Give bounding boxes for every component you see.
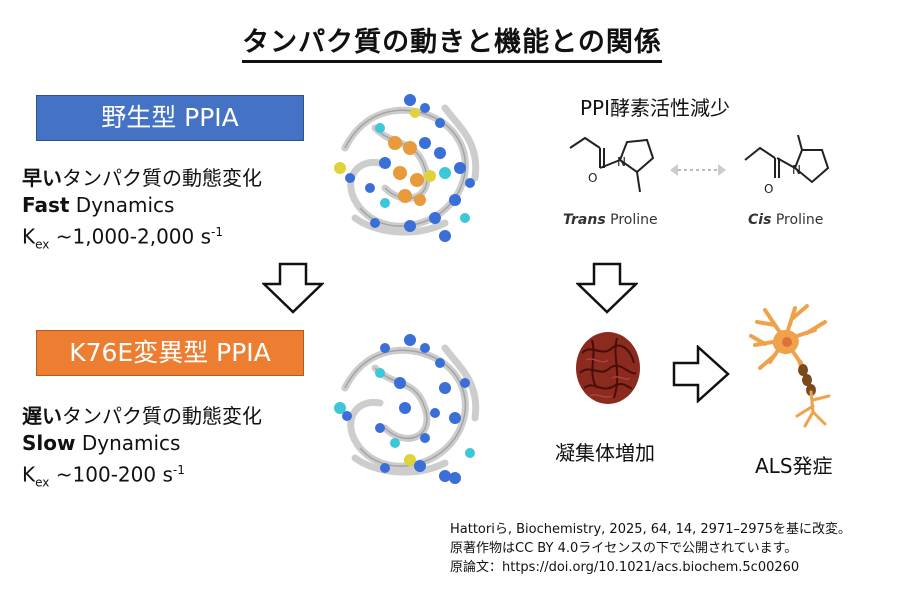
- svg-text:O: O: [588, 171, 597, 185]
- wt-dynamics-rest: Dynamics: [69, 193, 175, 217]
- wild-type-description: 早いタンパク質の動態変化 Fast Dynamics Kex ~1,000-2,…: [22, 165, 262, 259]
- mutant-label-box: K76E変異型 PPIA: [36, 330, 304, 376]
- down-arrow-right-icon: [576, 262, 638, 314]
- cis-proline-structure: O N: [744, 134, 830, 196]
- mut-speed-bold: 遅い: [22, 404, 62, 428]
- cis-proline-label: Cis Proline: [748, 212, 824, 228]
- wt-speed-bold: 早い: [22, 166, 62, 190]
- svg-text:N: N: [792, 163, 801, 177]
- wt-speed-rest: タンパク質の動態変化: [62, 166, 262, 190]
- credit-line-1: Hattoriら, Biochemistry, 2025, 64, 14, 29…: [450, 522, 852, 537]
- mut-atoms: [334, 334, 475, 484]
- trans-proline-structure: O N: [569, 136, 655, 193]
- wt-kex: Kex ~1,000-2,000 s-1: [22, 224, 223, 252]
- credit-line-2: 原著作物はCC BY 4.0ライセンスの下で公開されています。: [450, 541, 798, 556]
- aggregate-icon: [576, 332, 640, 404]
- svg-text:N: N: [617, 155, 626, 169]
- neuron-icon: [749, 304, 831, 428]
- wt-dynamics-bold: Fast: [22, 193, 70, 217]
- down-arrow-left-icon: [262, 262, 324, 314]
- wt-atoms: [334, 94, 475, 242]
- mut-dynamics-rest: Dynamics: [75, 431, 181, 455]
- svg-text:O: O: [764, 182, 773, 196]
- mutant-description: 遅いタンパク質の動態変化 Slow Dynamics Kex ~100-200 …: [22, 403, 262, 497]
- mut-kex: Kex ~100-200 s-1: [22, 462, 185, 490]
- wild-type-label-box: 野生型 PPIA: [36, 95, 304, 141]
- ppi-activity-title: PPI酵素活性減少: [580, 96, 731, 120]
- credit-block: Hattoriら, Biochemistry, 2025, 64, 14, 29…: [450, 520, 851, 577]
- aggregate-increase-label: 凝集体増加: [555, 441, 655, 465]
- right-arrow-icon: [672, 345, 730, 403]
- credit-line-3: 原論文：https://doi.org/10.1021/acs.biochem.…: [450, 560, 800, 575]
- mutant-protein-structure: [334, 334, 480, 484]
- wild-type-protein-structure: [334, 94, 480, 242]
- mut-dynamics-bold: Slow: [22, 431, 76, 455]
- isomerization-arrow-icon: [670, 164, 726, 176]
- trans-proline-label: Trans Proline: [563, 212, 658, 228]
- als-onset-label: ALS発症: [755, 454, 833, 478]
- mut-speed-rest: タンパク質の動態変化: [62, 404, 262, 428]
- page-title: タンパク質の動きと機能との関係: [0, 20, 904, 63]
